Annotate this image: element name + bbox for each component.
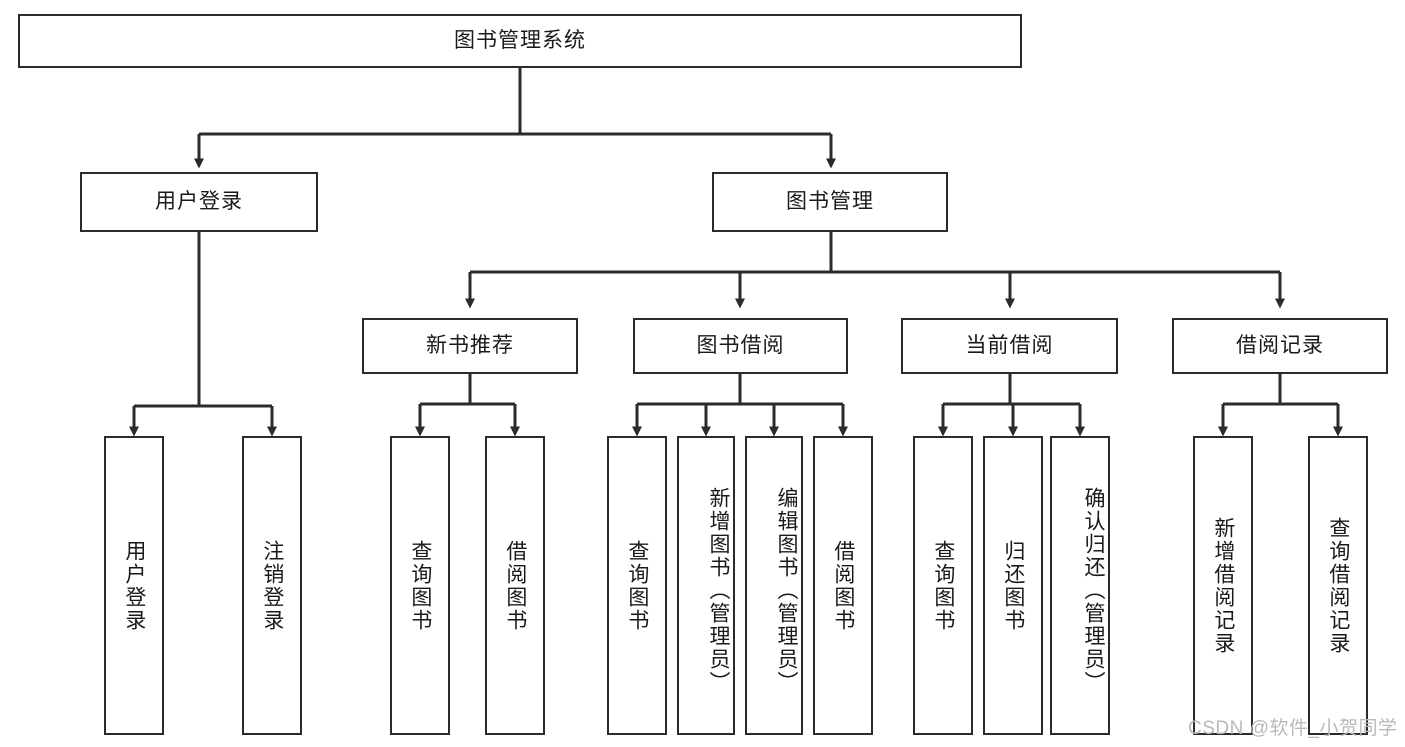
node-current-borrow[interactable]: 当前借阅	[901, 318, 1118, 374]
node-borrow-record[interactable]: 借阅记录	[1172, 318, 1388, 374]
leaf-book-borrow-3[interactable]: 借阅图书	[813, 436, 873, 735]
leaf-borrow-record-0[interactable]: 新增借阅记录	[1193, 436, 1253, 735]
leaf-borrow-record-1[interactable]: 查询借阅记录	[1308, 436, 1368, 735]
leaf-new-book-rec-0[interactable]: 查询图书	[390, 436, 450, 735]
node-new-book-recommend[interactable]: 新书推荐	[362, 318, 578, 374]
node-book-borrow[interactable]: 图书借阅	[633, 318, 848, 374]
node-book-manage[interactable]: 图书管理	[712, 172, 948, 232]
node-user-login[interactable]: 用户登录	[80, 172, 318, 232]
leaf-current-borrow-1[interactable]: 归还图书	[983, 436, 1043, 735]
node-root[interactable]: 图书管理系统	[18, 14, 1022, 68]
watermark-text: CSDN @软件_小贺同学	[1188, 718, 1398, 739]
leaf-book-borrow-2[interactable]: 编辑图书（管理员）	[745, 436, 803, 735]
leaf-user-login-0[interactable]: 用户登录	[104, 436, 164, 735]
leaf-user-login-1[interactable]: 注销登录	[242, 436, 302, 735]
leaf-new-book-rec-1[interactable]: 借阅图书	[485, 436, 545, 735]
leaf-current-borrow-0[interactable]: 查询图书	[913, 436, 973, 735]
leaf-book-borrow-1[interactable]: 新增图书（管理员）	[677, 436, 735, 735]
leaf-current-borrow-2[interactable]: 确认归还（管理员）	[1050, 436, 1110, 735]
leaf-book-borrow-0[interactable]: 查询图书	[607, 436, 667, 735]
